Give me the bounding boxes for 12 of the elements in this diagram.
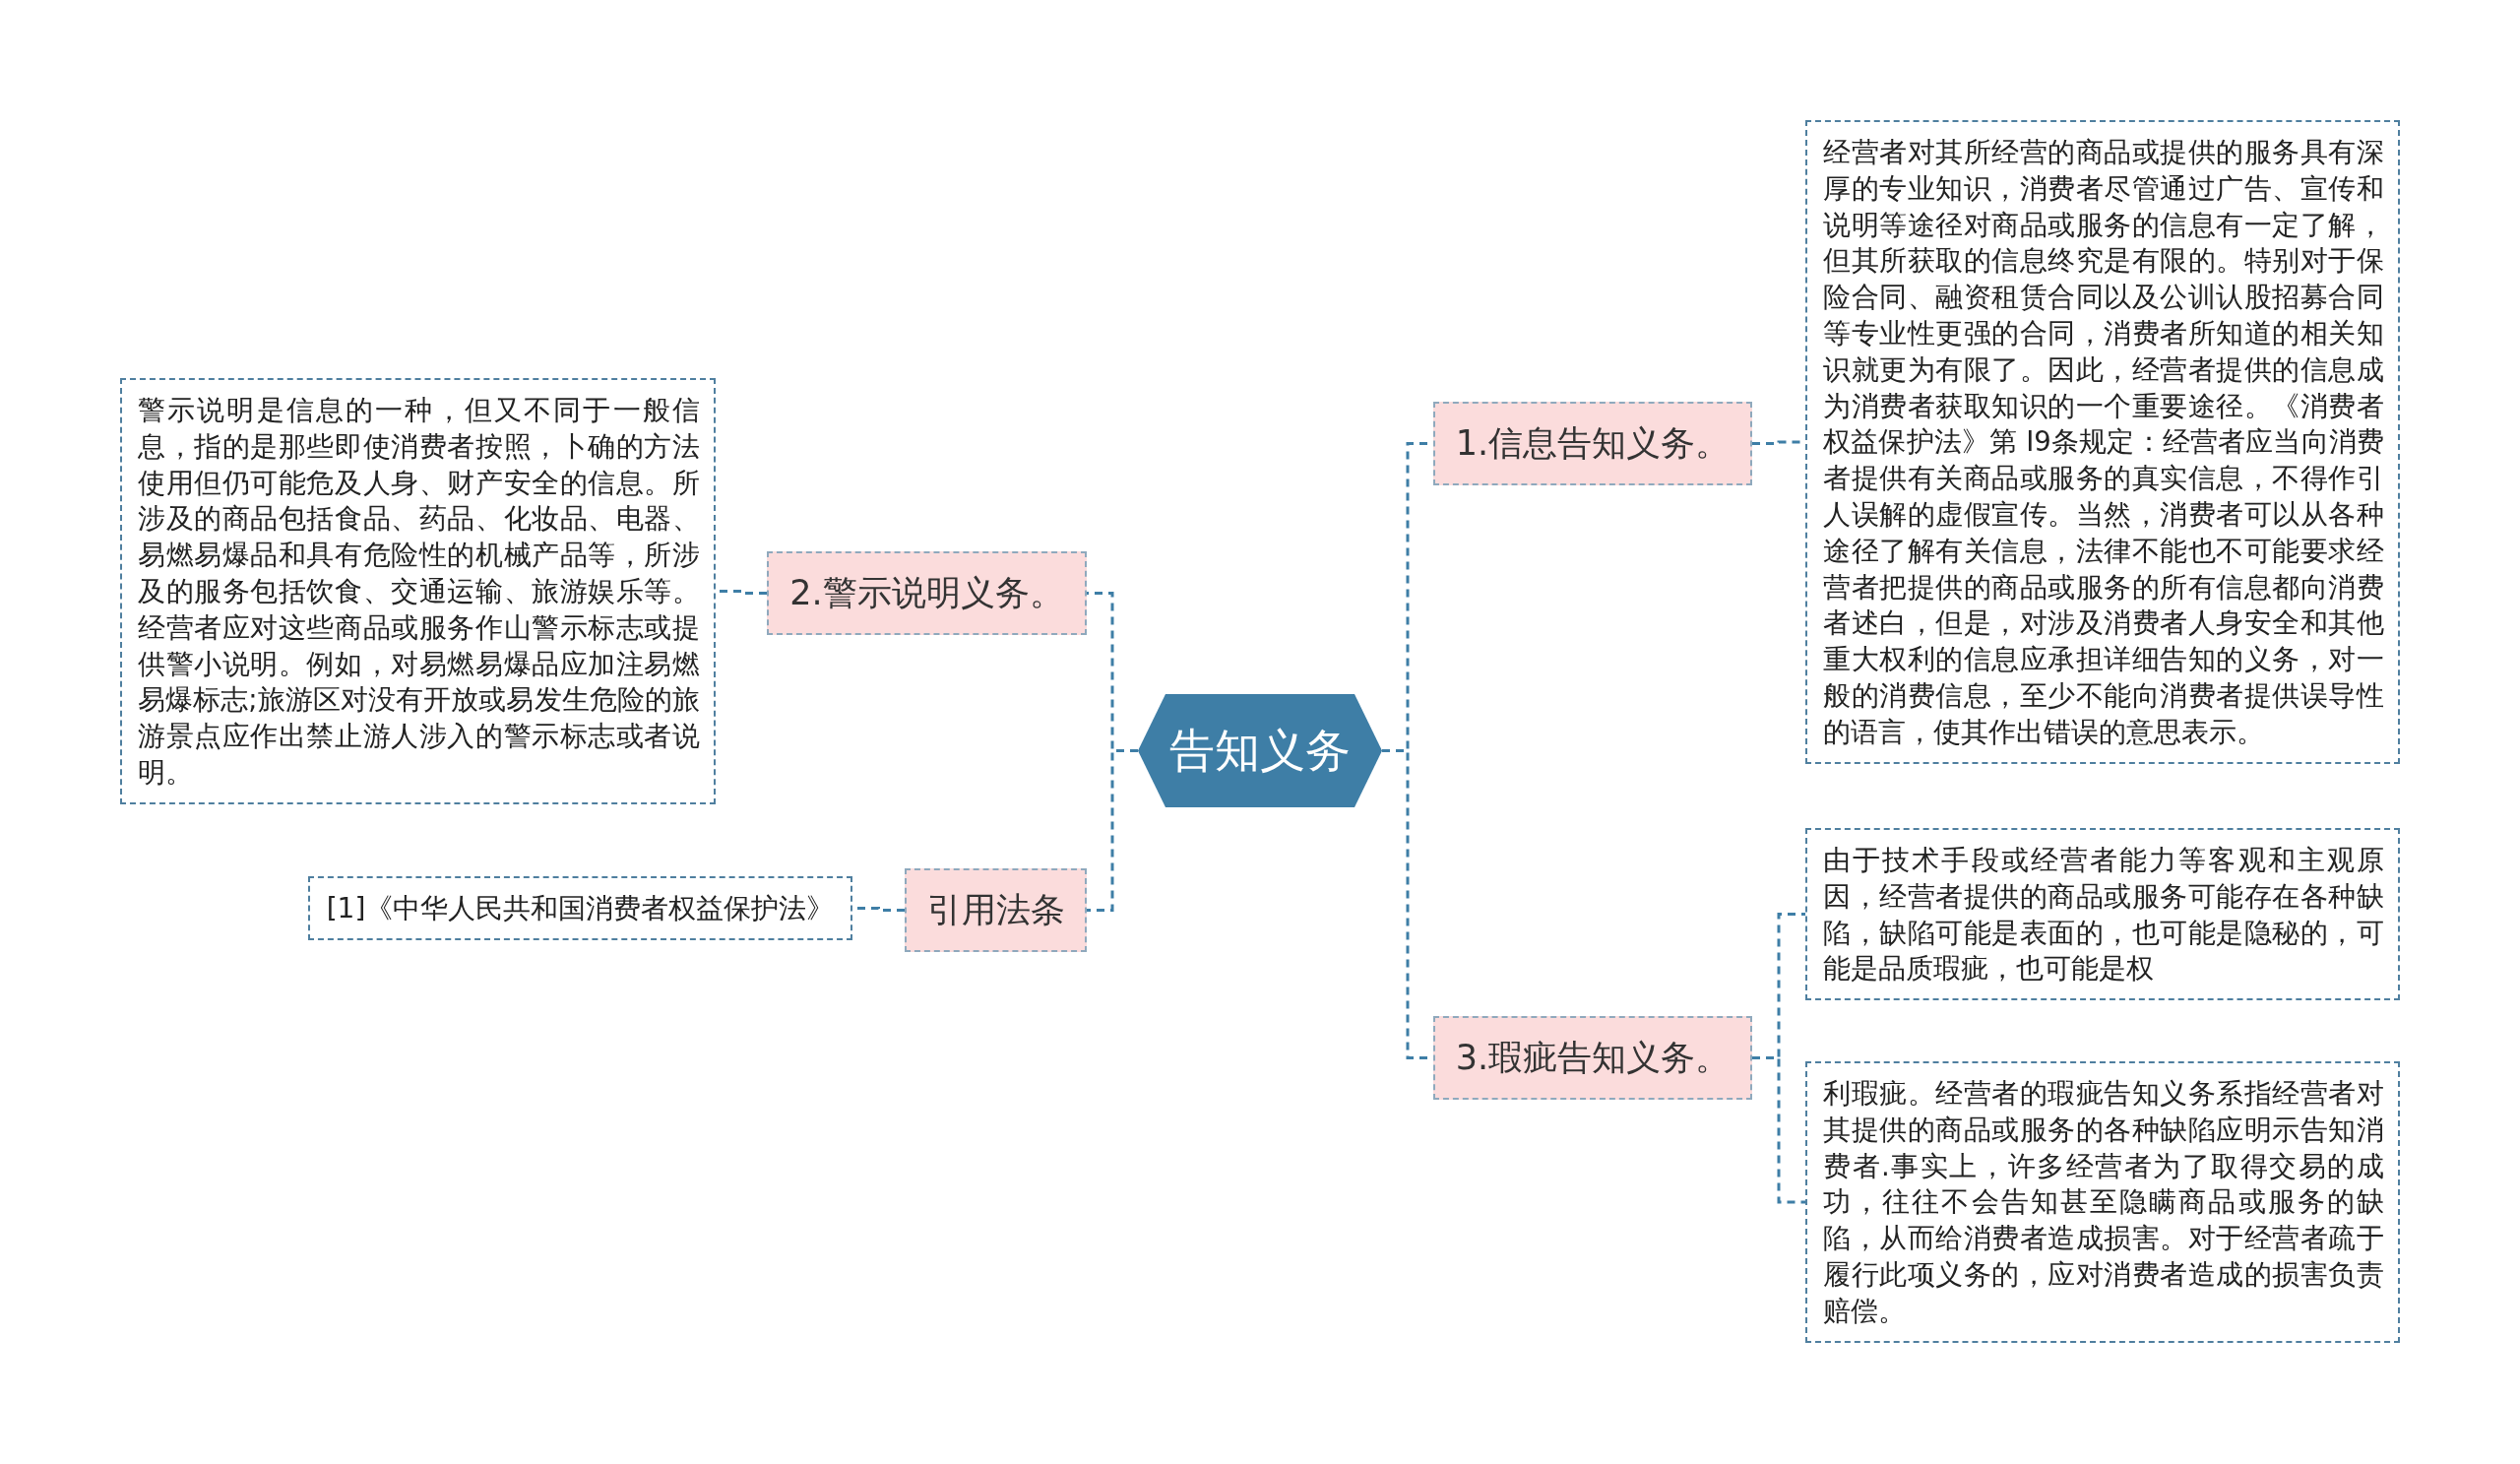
- text-box: 由于技术手段或经营者能力等客观和主观原因，经营者提供的商品或服务可能存在各种缺陷，缺陷可能是表面的，也可能是隐秘的，可能是品质瑕疵，也可能是权: [1805, 828, 2400, 1001]
- text-box: 利瑕疵。经营者的瑕疵告知义务系指经营者对其提供的商品或服务的各种缺陷应明示告知消费者.事实上，许多经营者为了取得交易的成功，往往不会告知甚至隐瞒商品或服务的缺陷，从而给消费者造成损害。对于经营者疏于履行此项义务的，应对消费者造成的损害负责赔偿。: [1805, 1061, 2400, 1343]
- connector: [1087, 749, 1138, 912]
- citation-box: [1]《中华人民共和国消费者权益保护法》: [308, 876, 852, 940]
- connector: [1752, 1056, 1805, 1204]
- topic-box: 1.信息告知义务。: [1433, 402, 1752, 485]
- topic-hexagon: 告知义务: [1138, 694, 1382, 807]
- text-box: 经营者对其所经营的商品或提供的服务具有深厚的专业知识，消费者尽管通过广告、宣传和说明等途径对商品或服务的信息有一定了解，但其所获取的信息终究是有限的。特别对于保险合同、融资租赁合同以及公训认股招募合同等专业性更强的合同，消费者所知道的相关知识就更为有限了。因此，经营者提供的信息成为消费者获取知识的一个重要途径。《消费者权益保护法》第 I9条规定：经营者应当向消费者提供有关商品或服务的真实信息，不得作引人误解的虚假宣传。当然，消费者可以从各种途径了解有关信息，法律不能也不可能要求经营者把提供的商品或服务的所有信息都向消费者述白，但是，对涉及消费者人身安全和其他重大权利的信息应承担详细告知的义务，对一般的消费信息，至少不能向消费者提供误导性的语言，使其作出错误的意思表示。: [1805, 120, 2400, 764]
- topic-box: 2.警示说明义务。: [767, 551, 1087, 635]
- text-box: 警示说明是信息的一种，但又不同于一般信息，指的是那些即使消费者按照，卜确的方法使用但仍可能危及人身、财产安全的信息。所涉及的商品包括食品、药品、化妆品、电器、易燃易爆品和具有危险性的机械产品等，所涉及的服务包括饮食、交通运输、旅游娱乐等。经营者应对这些商品或服务作山警示标志或提供警小说明。例如，对易燃易爆品应加注易燃易爆标志;旅游区对没有开放或易发生危险的旅游景点应作出禁止游人涉入的警示标志或者说明。: [120, 378, 716, 804]
- topic-box: 引用法条: [905, 868, 1087, 952]
- topic-box: 3.瑕疵告知义务。: [1433, 1016, 1752, 1100]
